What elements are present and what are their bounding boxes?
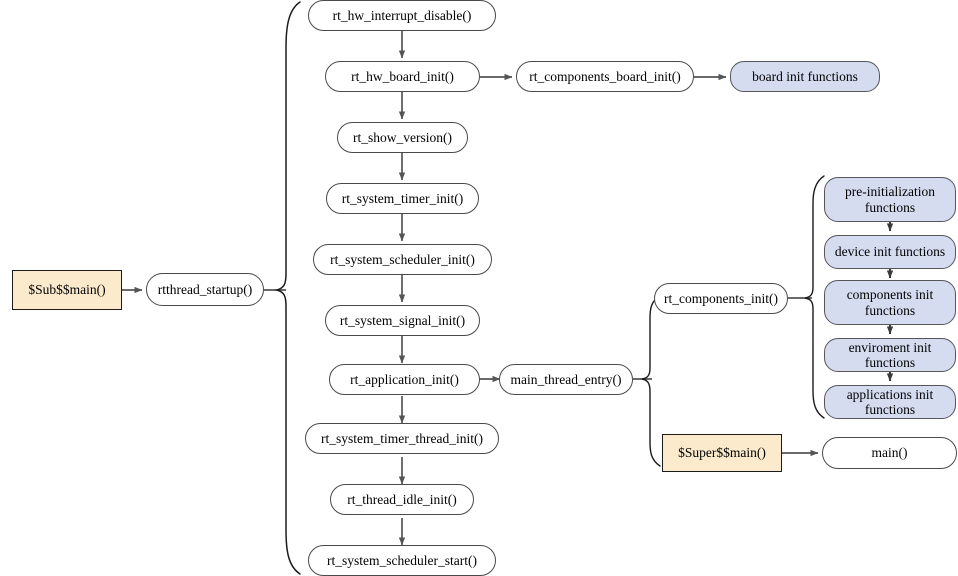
- node-main-label: main(): [871, 445, 908, 461]
- node-device-init-functions-label: device init functions: [834, 244, 946, 260]
- brace-startup-chain: [274, 1, 301, 575]
- node-pre-initialization-functions-label: pre-initialization functions: [845, 184, 935, 215]
- node-rt-thread-idle-init-label: rt_thread_idle_init(): [347, 491, 457, 507]
- node-pre-initialization-functions[interactable]: pre-initialization functions: [824, 177, 956, 222]
- node-rt-system-scheduler-init[interactable]: rt_system_scheduler_init(): [313, 244, 492, 275]
- node-enviroment-init-functions-label: enviroment init functions: [848, 339, 932, 370]
- node-rt-system-signal-init[interactable]: rt_system_signal_init(): [325, 305, 480, 336]
- node-rt-hw-board-init-label: rt_hw_board_init(): [351, 68, 454, 84]
- node-rt-hw-interrupt-disable[interactable]: rt_hw_interrupt_disable(): [308, 0, 496, 31]
- node-rt-application-init-label: rt_application_init(): [350, 371, 459, 387]
- node-rt-show-version[interactable]: rt_show_version(): [337, 122, 468, 153]
- node-rt-system-scheduler-start-label: rt_system_scheduler_start(): [327, 552, 477, 568]
- node-applications-init-functions[interactable]: applications init functions: [824, 385, 956, 419]
- node-components-init-functions[interactable]: components init functions: [824, 280, 956, 325]
- node-rt-system-timer-init[interactable]: rt_system_timer_init(): [326, 183, 479, 214]
- node-device-init-functions[interactable]: device init functions: [824, 235, 956, 269]
- node-rt-system-scheduler-init-label: rt_system_scheduler_init(): [330, 251, 475, 267]
- node-rt-hw-interrupt-disable-label: rt_hw_interrupt_disable(): [332, 7, 472, 23]
- node-rt-hw-board-init[interactable]: rt_hw_board_init(): [325, 61, 480, 92]
- node-rt-application-init[interactable]: rt_application_init(): [329, 364, 480, 395]
- node-rt-system-timer-thread-init[interactable]: rt_system_timer_thread_init(): [305, 423, 499, 454]
- brace-components-init: [804, 175, 825, 419]
- node-enviroment-init-functions[interactable]: enviroment init functions: [824, 338, 956, 372]
- brace-main-thread: [641, 295, 661, 467]
- node-rt-thread-idle-init[interactable]: rt_thread_idle_init(): [330, 484, 474, 515]
- node-rtthread-startup[interactable]: rtthread_startup(): [146, 273, 264, 306]
- node-super-main[interactable]: $Super$$main(): [662, 434, 782, 472]
- node-rt-components-board-init-label: rt_components_board_init(): [529, 68, 681, 84]
- node-rt-system-scheduler-start[interactable]: rt_system_scheduler_start(): [308, 545, 496, 576]
- node-main-thread-entry-label: main_thread_entry(): [510, 371, 622, 387]
- node-rt-components-init-label: rt_components_init(): [664, 290, 778, 306]
- node-board-init-functions-label: board init functions: [752, 68, 858, 84]
- node-rt-components-init[interactable]: rt_components_init(): [654, 283, 788, 314]
- node-components-init-functions-label: components init functions: [846, 287, 934, 318]
- node-board-init-functions[interactable]: board init functions: [730, 61, 880, 92]
- node-rt-components-board-init[interactable]: rt_components_board_init(): [516, 61, 694, 92]
- node-super-main-label: $Super$$main(): [678, 445, 766, 461]
- node-sub-main-label: $Sub$$main(): [28, 282, 106, 298]
- node-rt-system-timer-init-label: rt_system_timer_init(): [341, 190, 464, 206]
- node-applications-init-functions-label: applications init functions: [846, 386, 934, 417]
- node-rtthread-startup-label: rtthread_startup(): [157, 281, 253, 297]
- node-rt-system-signal-init-label: rt_system_signal_init(): [339, 312, 466, 328]
- node-main-thread-entry[interactable]: main_thread_entry(): [499, 364, 633, 395]
- node-rt-system-timer-thread-init-label: rt_system_timer_thread_init(): [321, 430, 483, 446]
- node-main[interactable]: main(): [822, 437, 957, 469]
- node-sub-main[interactable]: $Sub$$main(): [12, 270, 122, 310]
- node-rt-show-version-label: rt_show_version(): [353, 129, 452, 145]
